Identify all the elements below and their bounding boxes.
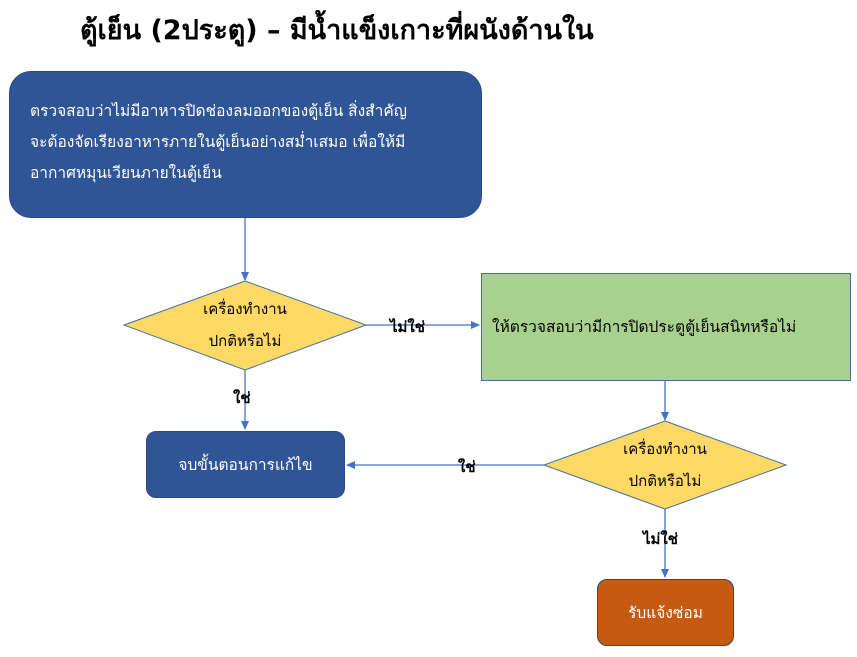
- end-fix-box: จบขั้นตอนการแก้ไข: [146, 431, 345, 498]
- decision1-line-2: ปกติหรือไม่: [208, 332, 282, 350]
- decision2-line-1: เครื่องทำงาน: [623, 440, 707, 458]
- decision2-diamond: [542, 420, 788, 510]
- edge-label-decision1-no: ไม่ใช่: [390, 318, 425, 336]
- end-fix-text: จบขั้นตอนการแก้ไข: [178, 456, 313, 474]
- decision1-line-1: เครื่องทำงาน: [203, 300, 287, 318]
- decision2-line-2: ปกติหรือไม่: [628, 472, 702, 490]
- edge-label-decision2-no: ไม่ใช่: [643, 530, 678, 548]
- edge-label-decision1-yes: ใช่: [233, 389, 251, 407]
- check-air-line-1: ตรวจสอบว่าไม่มีอาหารปิดช่องลมออกของตู้เย…: [30, 102, 407, 120]
- repair-text: รับแจ้งซ่อม: [628, 604, 703, 622]
- decision2-text: เครื่องทำงาน ปกติหรือไม่: [585, 433, 745, 497]
- check-air-line-3: อากาศหมุนเวียนภายในตู้เย็น: [30, 164, 222, 182]
- check-door-box: ให้ตรวจสอบว่ามีการปิดประตูตู้เย็นสนิทหรื…: [481, 273, 851, 381]
- check-air-line-2: จะต้องจัดเรียงอาหารภายในตู้เย็นอย่างสม่ำ…: [30, 133, 406, 151]
- edge-label-decision2-yes: ใช่: [458, 458, 476, 476]
- decision1-diamond: [122, 280, 368, 371]
- check-door-text: ให้ตรวจสอบว่ามีการปิดประตูตู้เย็นสนิทหรื…: [492, 318, 797, 336]
- check-air-vent-box: ตรวจสอบว่าไม่มีอาหารปิดช่องลมออกของตู้เย…: [9, 71, 482, 218]
- repair-box: รับแจ้งซ่อม: [597, 579, 734, 646]
- decision1-text: เครื่องทำงาน ปกติหรือไม่: [165, 293, 325, 357]
- page-title: ตู้เย็น (2ประตู) – มีน้ำแข็งเกาะที่ผนังด…: [80, 15, 594, 46]
